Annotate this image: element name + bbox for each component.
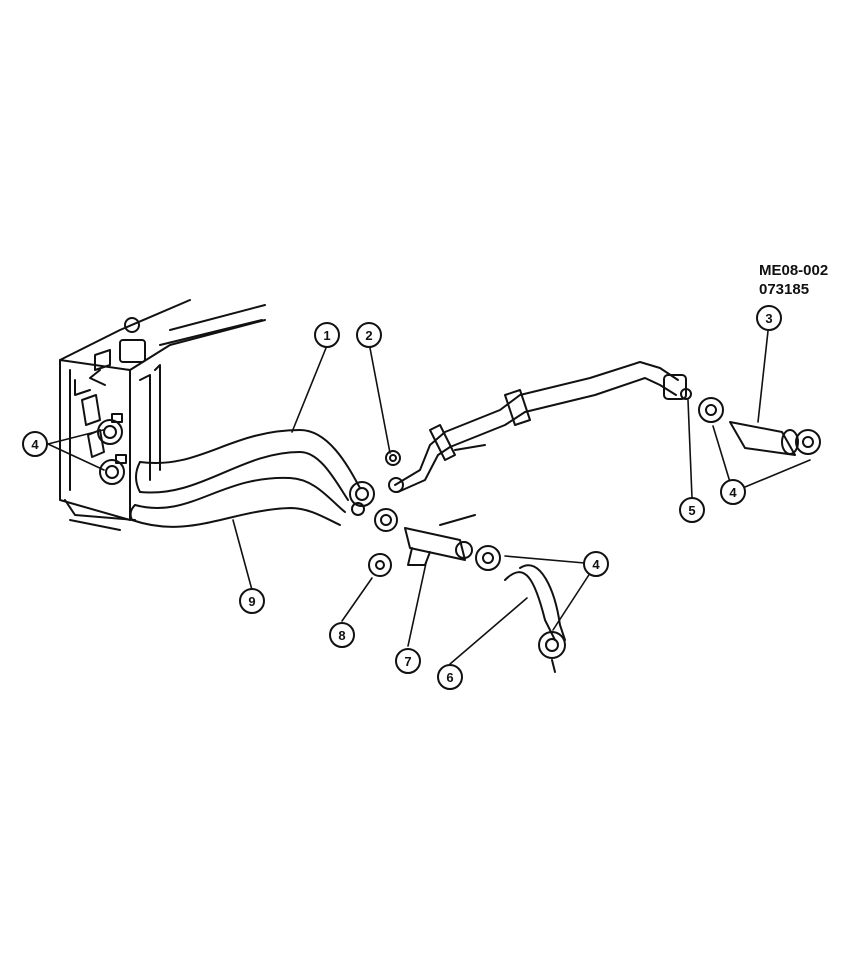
heater-core-housing (59, 299, 266, 531)
leader-lines (47, 330, 811, 665)
hose-clamp-3-right (795, 429, 821, 455)
callout-4-right: 4 (720, 479, 746, 505)
hose-1 (135, 429, 361, 501)
callout-4-lower: 4 (583, 551, 609, 577)
nut-8 (368, 553, 392, 577)
hose-3 (729, 421, 799, 456)
hose-clamp-valve (475, 545, 501, 571)
callout-5: 5 (679, 497, 705, 523)
hose-clamp-center-lower (374, 508, 398, 532)
hose-clamp-6 (538, 631, 566, 673)
hose-clamp-center-upper (349, 481, 375, 516)
callout-8: 8 (329, 622, 355, 648)
hose-clamp-3-left (698, 397, 724, 423)
hose-clamp-lower-left (99, 454, 127, 485)
hose-9 (129, 476, 346, 528)
callout-2: 2 (356, 322, 382, 348)
callout-1: 1 (314, 322, 340, 348)
drawing-date-code: 073185 (759, 281, 810, 298)
drawing-code: ME08-002 (759, 262, 829, 279)
callout-9: 9 (239, 588, 265, 614)
hose-6 (504, 564, 566, 641)
callout-4-left: 4 (22, 431, 48, 457)
callout-6: 6 (437, 664, 463, 690)
heater-pipe (388, 361, 692, 493)
hose-clamp-upper-left (97, 413, 123, 445)
callout-7: 7 (395, 648, 421, 674)
callout-3: 3 (756, 305, 782, 331)
valve-7 (404, 514, 476, 566)
nut-2 (385, 450, 401, 466)
